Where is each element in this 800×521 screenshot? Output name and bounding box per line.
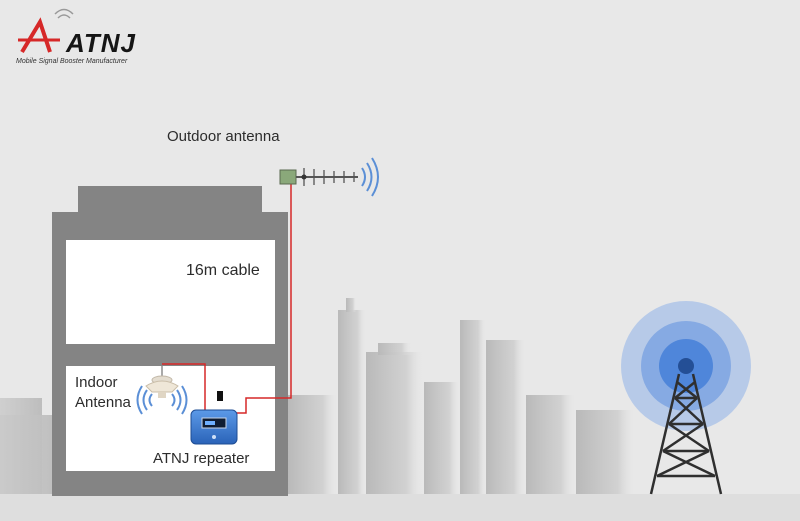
cable-label: 16m cable <box>186 262 260 279</box>
logo-wordmark: ATNJ <box>66 28 136 58</box>
indoor-antenna-label-line1: Indoor <box>75 374 118 391</box>
ground <box>0 494 800 521</box>
repeater-device-icon <box>190 391 238 445</box>
cell-tower-signal <box>621 301 751 431</box>
logo-mark <box>18 8 74 54</box>
building <box>52 186 288 496</box>
cell-tower-icon <box>649 373 723 495</box>
indoor-antenna-label-line2: Antenna <box>75 394 131 411</box>
city-silhouette-left <box>0 398 60 500</box>
upper-room <box>66 240 275 344</box>
signal-wave-icon <box>361 157 379 197</box>
logo: ATNJ Mobile Signal Booster Manufacturer <box>14 8 154 70</box>
signal-wave-icon <box>136 385 188 415</box>
outdoor-antenna-label: Outdoor antenna <box>167 128 280 145</box>
city-silhouette-right <box>288 298 636 500</box>
logo-tagline: Mobile Signal Booster Manufacturer <box>16 58 128 65</box>
yagi-antenna-icon <box>279 168 358 186</box>
ceiling-antenna-icon <box>145 366 179 398</box>
repeater-label: ATNJ repeater <box>153 450 250 467</box>
